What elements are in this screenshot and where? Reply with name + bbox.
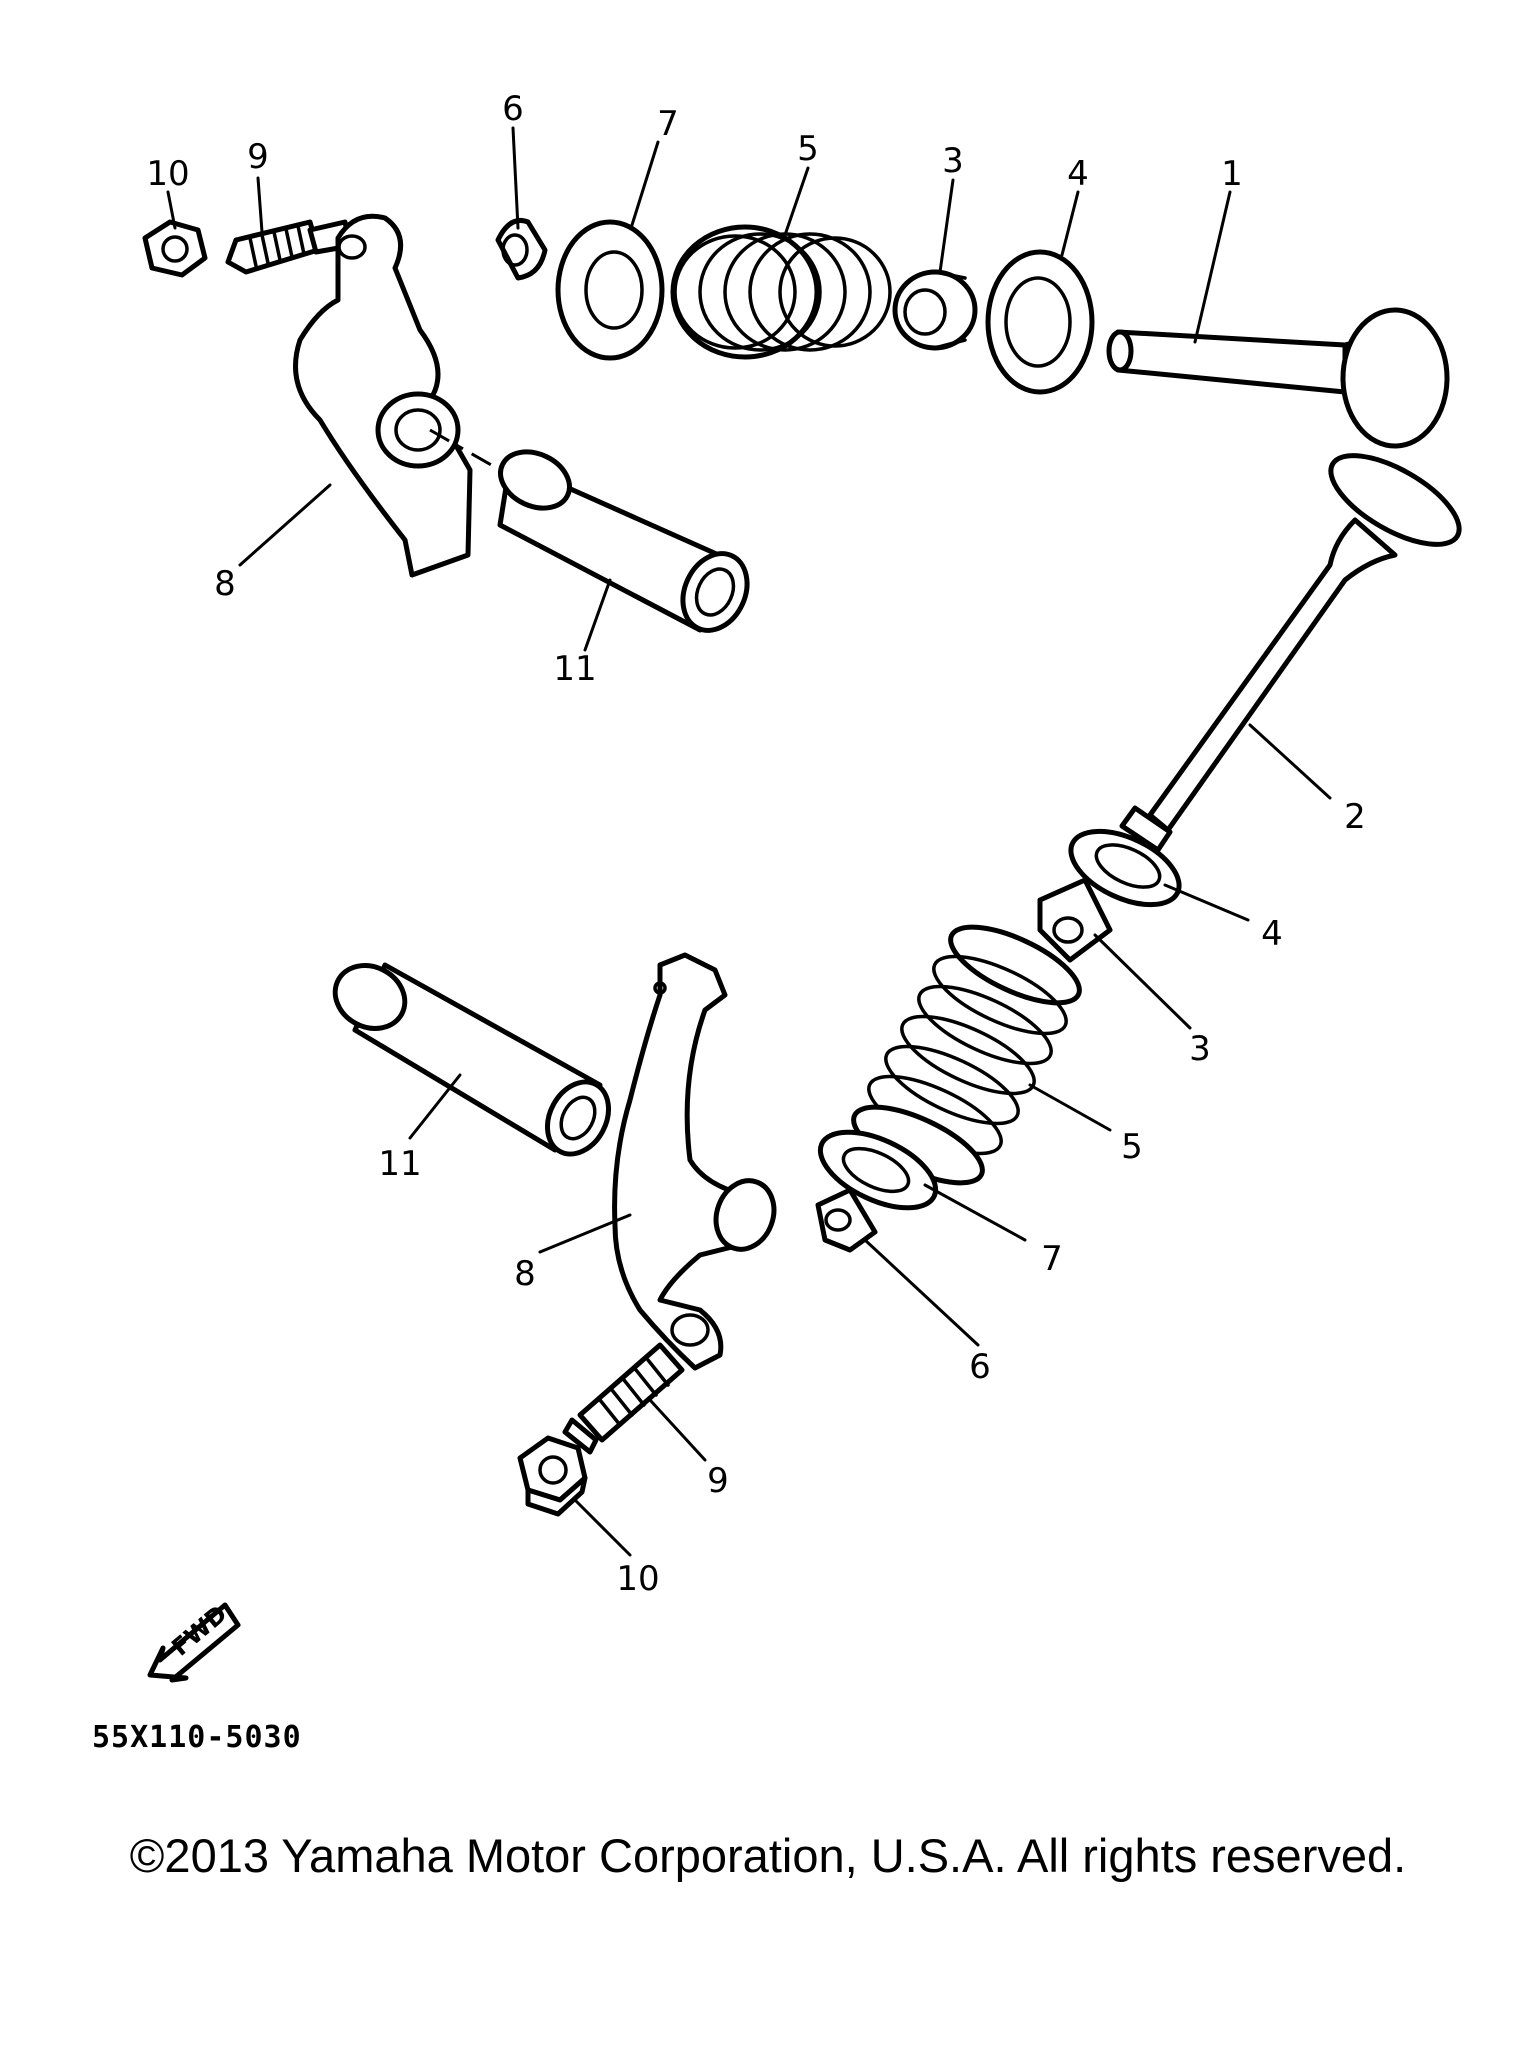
callout-2: 2 [1344, 797, 1366, 837]
callout-6-bottom: 6 [969, 1347, 991, 1387]
valve-stem-seal-3-top [892, 269, 978, 351]
fwd-arrow-icon: FWD [147, 1600, 241, 1683]
callout-1: 1 [1221, 154, 1243, 194]
spring-retainer-7-bottom [817, 1129, 939, 1211]
valve-1 [1106, 307, 1450, 449]
callout-11-top: 11 [553, 649, 596, 689]
callout-5-top: 5 [797, 129, 819, 169]
rocker-arm-8-bottom [612, 952, 777, 1371]
callout-4-bottom: 4 [1261, 914, 1283, 954]
screw-9-bottom [562, 1342, 685, 1455]
callout-8-bottom: 8 [514, 1254, 536, 1294]
callout-9-top: 9 [247, 137, 269, 177]
nut-10-bottom [517, 1435, 588, 1517]
copyright-notice: ©2013 Yamaha Motor Corporation, U.S.A. A… [129, 1829, 1407, 1882]
valve-cotter-6-top [495, 218, 548, 281]
rocker-shaft-11-top [497, 449, 750, 633]
callout-3-top: 3 [942, 141, 964, 181]
valve-stem-seal-3-bottom [1037, 877, 1113, 963]
callout-8-top: 8 [214, 564, 236, 604]
valve-cotter-6-bottom [815, 1187, 878, 1253]
callout-7-bottom: 7 [1041, 1239, 1063, 1279]
valve-spring-5-top [670, 224, 892, 360]
callout-6-top: 6 [502, 89, 524, 129]
leader-lines [166, 126, 1332, 1557]
rocker-arm-8-top [293, 213, 473, 578]
screw-9-top [225, 219, 353, 275]
callout-5-bottom: 5 [1121, 1127, 1143, 1167]
diagram-code: 55X110-5030 [92, 1720, 302, 1755]
spring-seat-4-bottom [1068, 828, 1182, 908]
valve-2 [1119, 453, 1462, 853]
callout-10-top: 10 [146, 154, 189, 194]
callout-3-bottom: 3 [1189, 1029, 1211, 1069]
spring-seat-4-top [985, 249, 1095, 395]
callout-10-bottom: 10 [616, 1559, 659, 1599]
callout-4-top: 4 [1067, 154, 1089, 194]
nut-10-top [142, 219, 208, 278]
callout-11-bottom: 11 [378, 1144, 421, 1184]
callout-7-top: 7 [657, 104, 679, 144]
valve-spring-5-bottom [851, 924, 1082, 1186]
spring-retainer-7-top [555, 219, 665, 361]
rocker-shaft-11-bottom [332, 962, 611, 1157]
callout-9-bottom: 9 [707, 1461, 729, 1501]
